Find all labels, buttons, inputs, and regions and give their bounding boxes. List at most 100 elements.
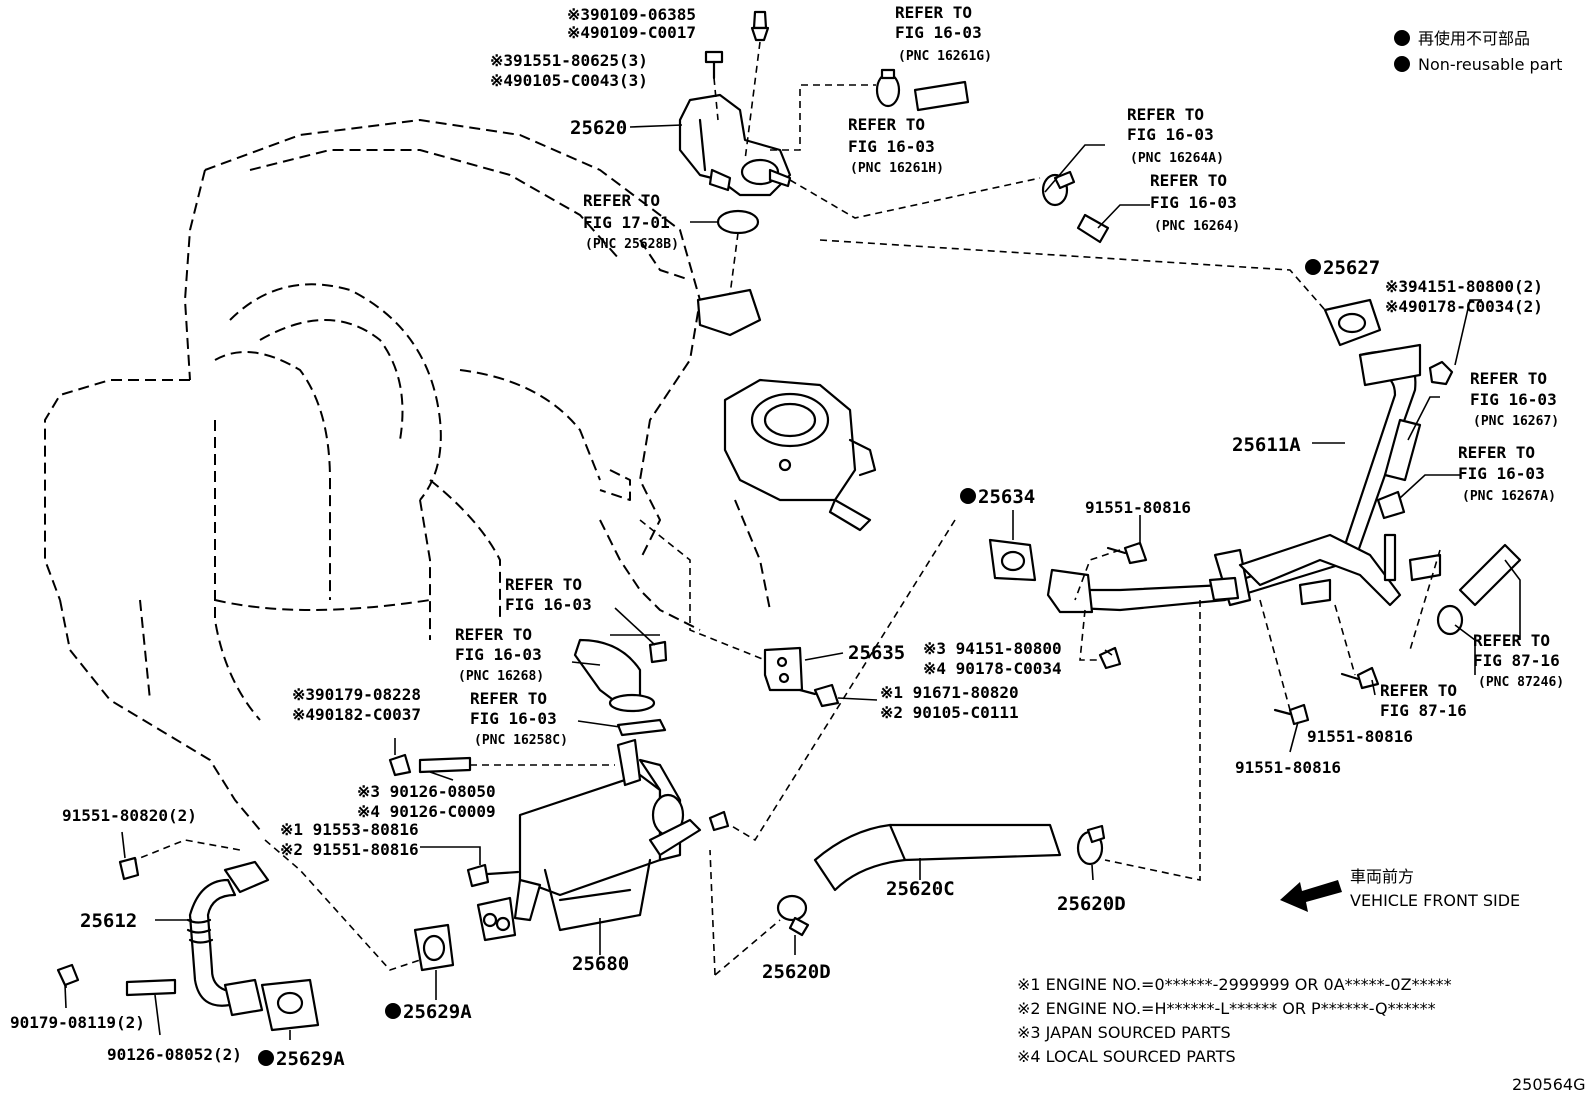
- part-25634: 25634: [978, 486, 1035, 508]
- dash-bolt-r2: [1334, 604, 1356, 676]
- bolt-mid-shaft: [798, 688, 817, 696]
- ref-25628b-3: (PNC 25628B): [585, 237, 679, 252]
- ref-16261g-1: REFER TO: [895, 3, 972, 22]
- dash-bolt-ll: [129, 839, 241, 863]
- non-reusable-dot-icon-25627: [1305, 259, 1321, 275]
- ref-16258c-1: REFER TO: [470, 689, 547, 708]
- note-4: ※4 LOCAL SOURCED PARTS: [1017, 1047, 1236, 1066]
- f-nut-r1-1: ※394151-80800(2): [1385, 277, 1543, 296]
- gasket-25627-hole: [1337, 312, 1367, 334]
- dash-87246: [1409, 549, 1441, 651]
- part-25611a: 25611A: [1232, 434, 1301, 456]
- nut-left: [388, 753, 412, 777]
- part-25629a-1: 25629A: [403, 1001, 472, 1023]
- f-nut-mid-2: ※4 90178-C0034: [923, 659, 1062, 678]
- part-25612: 25612: [80, 910, 137, 932]
- f-top-bolts3-2: ※490105-C0043(3): [490, 71, 648, 90]
- dash-bolt-r1: [1074, 549, 1121, 601]
- bracket-hole: [776, 656, 788, 668]
- ref-16261g-3: (PNC 16261G): [898, 49, 992, 64]
- flange-16268: [608, 693, 656, 713]
- part-25620d-left: 25620D: [762, 961, 831, 983]
- ref-25628b-1: REFER TO: [583, 191, 660, 210]
- gasket-25629a-1-hole: [422, 934, 446, 962]
- ref-87246-3: (PNC 87246): [1478, 675, 1564, 690]
- ref-16261h-2: FIG 16-03: [848, 137, 935, 156]
- hose-clamp-top: [875, 68, 970, 112]
- bracket-hole-2: [778, 672, 790, 684]
- bolt-16268: [648, 640, 668, 664]
- nut-right-top: [1428, 360, 1454, 386]
- f-nut-mid-1: ※3 94151-80800: [923, 639, 1062, 658]
- clamp-25620d-right-tab: [1086, 824, 1106, 844]
- gasket-25634-hole: [1000, 550, 1026, 572]
- f-bolt-r1: 91551-80816: [1085, 498, 1191, 517]
- egr-pipe-25612: [186, 860, 270, 1017]
- ref-87246-2: FIG 87-16: [1473, 651, 1560, 670]
- legend-dot-icon: [1394, 30, 1410, 46]
- gasket-25629a-2-hole: [276, 991, 304, 1015]
- ref-16267-3: (PNC 16267): [1473, 414, 1559, 429]
- egr-valve-25620: [678, 93, 792, 197]
- ref-8716-1: REFER TO: [1380, 681, 1457, 700]
- f-bolt-ll: 91551-80820(2): [62, 806, 197, 825]
- legend-ja: 再使用不可部品: [1418, 29, 1530, 48]
- f-bolt-r3: 91551-80816: [1235, 758, 1341, 777]
- ref-1603a-1: REFER TO: [505, 575, 582, 594]
- ref-16268-3: (PNC 16268): [458, 669, 544, 684]
- f-bolt-mid-1: ※1 91671-80820: [880, 683, 1019, 702]
- ref-16258c-3: (PNC 16258C): [474, 733, 568, 748]
- non-reusable-dot-icon-25629a-1: [385, 1003, 401, 1019]
- bolt-left: [466, 863, 490, 888]
- gasket-ring: [716, 209, 760, 235]
- f-top-bolt-2: ※490109-C0017: [567, 23, 696, 42]
- figure-id: 250564G: [1512, 1075, 1585, 1094]
- f-top-bolt-1: ※390109-06385: [567, 5, 696, 24]
- dash-bolt-r3: [1259, 599, 1291, 711]
- f-stud-mid-1: ※3 90126-08050: [357, 782, 496, 801]
- ref-16261g-2: FIG 16-03: [895, 23, 982, 42]
- stud-ll: [125, 978, 177, 997]
- ref-25628b-2: FIG 17-01: [583, 213, 670, 232]
- bolt-ll: [118, 856, 140, 881]
- note-2: ※2 ENGINE NO.=H******-L****** OR P******…: [1017, 999, 1436, 1018]
- leader-lines: [64, 124, 1521, 1040]
- dash-gasket-25627: [819, 239, 1326, 311]
- dash-hose-20d: [1104, 600, 1201, 881]
- hose-25620c: [813, 823, 1062, 892]
- gasket-lower-1-hole: [482, 912, 498, 928]
- part-25635: 25635: [848, 642, 905, 664]
- dash-top-bolt: [744, 41, 761, 161]
- ref-16258c-2: FIG 16-03: [470, 709, 557, 728]
- dash-clamp-right: [789, 177, 1041, 219]
- ref-16264a-2: FIG 16-03: [1127, 125, 1214, 144]
- part-25620d-right: 25620D: [1057, 893, 1126, 915]
- egr-flange: [696, 288, 762, 337]
- f-nut-left-1: ※390179-08228: [292, 685, 421, 704]
- stud-mid: [418, 756, 472, 774]
- bracket-25635: [763, 646, 804, 692]
- f-bolt-left-2: ※2 91551-80816: [280, 840, 419, 859]
- ref-16267-1: REFER TO: [1470, 369, 1547, 388]
- front-side-en: VEHICLE FRONT SIDE: [1350, 891, 1520, 910]
- dash-25634: [729, 519, 956, 842]
- non-reusable-dot-icon-25629a-2: [258, 1050, 274, 1066]
- gasket-16258c: [616, 718, 667, 737]
- egr-pipe-25611a: [1046, 343, 1442, 614]
- f-bolt-r2: 91551-80816: [1307, 727, 1413, 746]
- note-3: ※3 JAPAN SOURCED PARTS: [1017, 1023, 1231, 1042]
- ref-16267a-1: REFER TO: [1458, 443, 1535, 462]
- clamp-87246: [1436, 604, 1464, 636]
- ref-16261h-1: REFER TO: [848, 115, 925, 134]
- gasket-lower-1-hole-2: [495, 916, 511, 932]
- dash-25620d-lower: [709, 849, 716, 976]
- part-25620: 25620: [570, 117, 627, 139]
- ref-16267a-3: (PNC 16267A): [1462, 489, 1556, 504]
- f-stud-mid-2: ※4 90126-C0009: [357, 802, 496, 821]
- legend-en: Non-reusable part: [1418, 55, 1562, 74]
- clamp-25620d-left: [776, 894, 808, 922]
- f-bolt-mid-2: ※2 90105-C0111: [880, 703, 1019, 722]
- front-side-ja: 車両前方: [1350, 867, 1414, 886]
- part-25680: 25680: [572, 953, 629, 975]
